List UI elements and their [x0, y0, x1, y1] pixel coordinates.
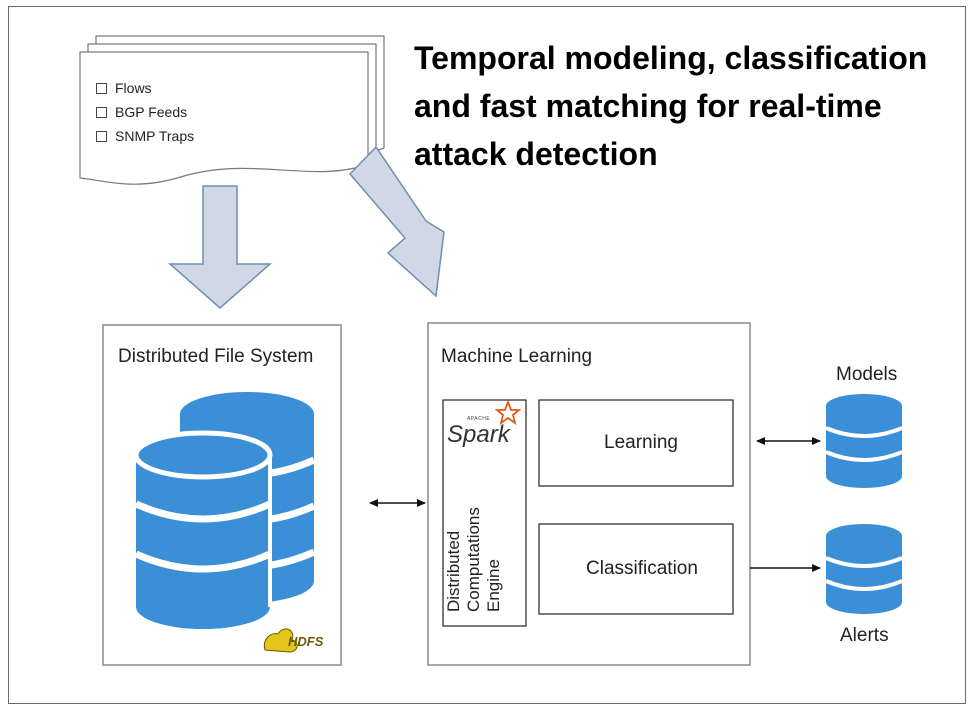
hdfs-logo [263, 628, 298, 653]
source-label: SNMP Traps [115, 128, 195, 144]
alerts-label: Alerts [840, 625, 889, 646]
models-label: Models [836, 364, 898, 385]
learning-box [538, 399, 734, 487]
ingest-arrow [168, 185, 272, 309]
checkbox-icon [96, 83, 107, 94]
classification-box [538, 523, 734, 615]
engine-line: Distributed [444, 530, 463, 612]
ml-title: Machine Learning [441, 346, 593, 367]
checkbox-icon [96, 131, 107, 142]
database-icon [825, 394, 903, 488]
headline: Temporal modeling, classification and fa… [414, 34, 966, 178]
source-label: Flows [115, 80, 152, 96]
source-item-snmp: SNMP Traps [96, 128, 194, 144]
analysis-arrow [348, 145, 445, 298]
source-label: BGP Feeds [115, 104, 188, 120]
engine-line: Computations [464, 507, 483, 612]
database-icon [825, 524, 903, 614]
source-item-flows: Flows [96, 80, 152, 96]
spark-logo [494, 399, 522, 426]
headline-line: Temporal modeling, classification [414, 40, 928, 76]
classification-label: Classification [586, 558, 698, 579]
hdfs-wordmark: HDFS [262, 616, 336, 656]
database-icon [133, 430, 273, 629]
source-item-bgp: BGP Feeds [96, 104, 187, 120]
document-stack-icon [79, 35, 385, 185]
hdfs-text: HDFS [288, 634, 324, 649]
spark-apache-text: APACHE [467, 416, 491, 422]
headline-line: attack detection [414, 136, 658, 172]
spark-text: Spark [447, 421, 510, 448]
learning-label: Learning [604, 432, 678, 453]
checkbox-icon [96, 107, 107, 118]
engine-line: Engine [484, 559, 503, 612]
diagram-frame [8, 6, 966, 704]
dfs-title: Distributed File System [118, 346, 314, 367]
headline-line: and fast matching for real-time [414, 88, 882, 124]
engine-column [442, 399, 527, 627]
